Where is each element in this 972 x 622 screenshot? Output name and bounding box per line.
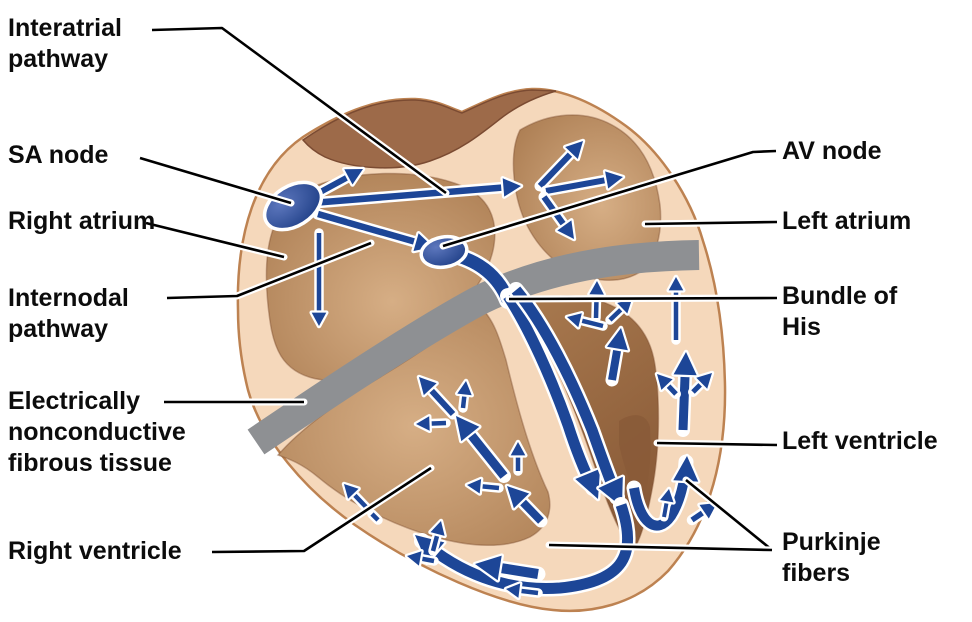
purkinje-bottom-arrow-head bbox=[475, 555, 502, 581]
fibrous-band bbox=[247, 240, 700, 455]
conduction-arrow-head bbox=[311, 312, 327, 326]
leader-left-ventricle bbox=[653, 439, 781, 449]
label-left-atrium: Left atrium bbox=[782, 207, 912, 235]
conduction-arrow-head bbox=[557, 220, 574, 239]
conduction-arrow-head bbox=[506, 583, 521, 598]
leader-right-ventricle bbox=[208, 464, 435, 556]
conduction-arrow-head bbox=[567, 313, 582, 328]
top-crest bbox=[301, 89, 557, 169]
conduction-arrow-head bbox=[416, 416, 430, 431]
conduction-arrow bbox=[537, 147, 577, 189]
conduction-arrow-head bbox=[419, 377, 437, 396]
conduction-arrow-head bbox=[407, 551, 422, 566]
label-purkinje-fibers: Purkinje fibers bbox=[782, 528, 881, 587]
conduction-arrow bbox=[678, 369, 690, 431]
conduction-arrow-head bbox=[565, 141, 583, 159]
conduction-arrow-head bbox=[696, 373, 712, 389]
label-internodal-pathway: Internodal pathway bbox=[8, 284, 129, 343]
leader-sa-node bbox=[136, 154, 295, 207]
leader-internodal-pathway bbox=[163, 239, 375, 302]
conduction-arrow-head bbox=[607, 328, 628, 351]
conduction-arrow-head bbox=[668, 277, 684, 291]
label-bundle-of-his: Bundle of His bbox=[782, 282, 898, 341]
label-right-atrium: Right atrium bbox=[8, 207, 156, 235]
sa-node bbox=[262, 180, 324, 232]
conduction-arrow bbox=[317, 210, 422, 247]
bundle-branch-left bbox=[511, 286, 623, 500]
leader-purkinje-upper bbox=[682, 476, 776, 554]
leader-left-atrium bbox=[641, 218, 781, 228]
conduction-arrow-head bbox=[660, 489, 674, 503]
conduction-arrow-head bbox=[430, 521, 445, 536]
conduction-arrow bbox=[545, 176, 612, 194]
conduction-arrow-head bbox=[510, 442, 526, 456]
label-interatrial-pathway: Interatrial pathway bbox=[8, 14, 122, 73]
label-av-node: AV node bbox=[782, 137, 882, 165]
bundle-branch-right bbox=[503, 293, 598, 491]
conduction-pathways bbox=[306, 138, 720, 601]
conduction-arrow-head bbox=[457, 381, 472, 396]
conduction-arrow-head bbox=[507, 486, 530, 509]
conduction-arrow-head bbox=[502, 178, 521, 197]
conduction-arrow-head bbox=[467, 479, 482, 494]
label-nonconductive-tissue: Electrically nonconductive fibrous tissu… bbox=[8, 387, 186, 477]
conduction-arrow-head bbox=[673, 352, 697, 376]
label-left-ventricle: Left ventricle bbox=[782, 427, 938, 455]
label-right-ventricle: Right ventricle bbox=[8, 537, 182, 565]
conduction-arrow-head bbox=[344, 169, 363, 185]
leader-right-atrium bbox=[142, 219, 288, 261]
conduction-arrow bbox=[463, 426, 508, 479]
leader-bundle-of-his bbox=[505, 294, 781, 303]
leader-av-node bbox=[439, 147, 780, 250]
conduction-arrow-head bbox=[605, 171, 623, 189]
conduction-arrow-head bbox=[456, 416, 480, 442]
bundle-branch-right-head bbox=[575, 468, 601, 499]
leader-purkinje-lower bbox=[545, 541, 776, 554]
conduction-arrow-head bbox=[699, 503, 717, 519]
label-sa-node: SA node bbox=[8, 141, 109, 169]
conduction-arrow-head bbox=[657, 374, 673, 390]
left-ventricle-deep-recess bbox=[619, 415, 651, 507]
conduction-arrow-head bbox=[344, 484, 359, 499]
leader-interatrial-pathway bbox=[148, 24, 450, 197]
conduction-arrow-head bbox=[589, 281, 604, 295]
purkinje-lv-loop-head bbox=[673, 456, 699, 482]
purkinje-dash bbox=[370, 512, 380, 522]
conduction-arrow-head bbox=[617, 299, 632, 314]
conduction-arrow bbox=[311, 183, 509, 207]
